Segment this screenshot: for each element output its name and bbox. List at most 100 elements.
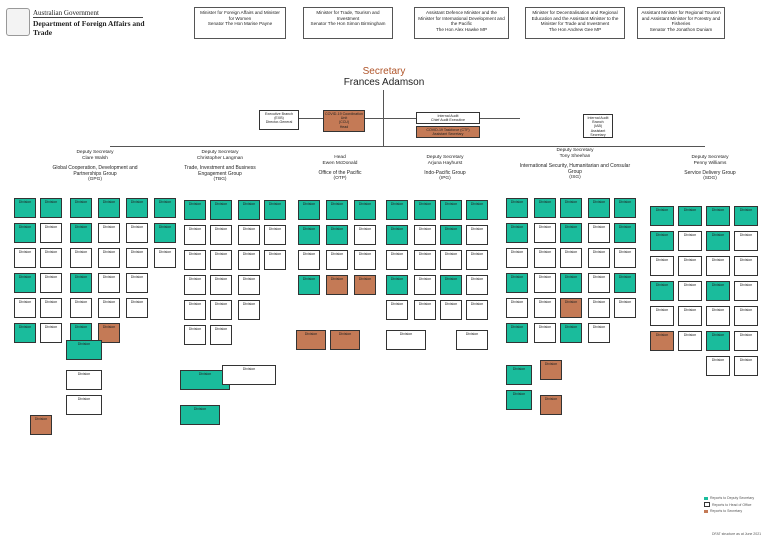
division-header-ipg: Deputy Secretary Arjuna Hayhurst Indo-Pa… [400,155,490,181]
legend-swatch-brown [704,509,708,513]
person-name: Arjuna Hayhurst [427,160,463,166]
person-name: Clare Walsh [82,155,108,161]
division-box: Division [734,306,758,326]
connector-line [290,118,520,119]
division-box: Division [40,223,62,243]
division-box: Division [354,250,376,270]
division-box: Division [386,275,408,295]
division-box: Division [706,306,730,326]
division-box: Division [506,365,532,385]
division-box: Division [706,231,730,251]
division-box: Division [506,323,528,343]
minister-box-4: Minister for Decentralisation and Region… [525,7,625,39]
division-box: Division [70,273,92,293]
group-name: Trade, Investment and Business Engagemen… [184,164,256,177]
division-box: Division [184,275,206,295]
legend-label: Reports to Head of Office [712,502,752,507]
group-name: Global Cooperation, Development and Part… [52,164,138,177]
division-box: Division [40,273,62,293]
division-box: Division [126,273,148,293]
unit-text: (CCU) [338,120,350,125]
division-box: Division [678,206,702,226]
division-box: Division [98,323,120,343]
division-box: Division [706,356,730,376]
minister-name: Senator The Hon Marise Payne [207,21,273,27]
division-box: Division [222,365,276,385]
division-box: Division [264,225,286,245]
division-box: Division [440,300,462,320]
division-box: Division [14,248,36,268]
division-box: Division [354,200,376,220]
minister-title: Minister for Decentralisation and Region… [531,10,619,27]
division-box: Division [440,250,462,270]
division-box: Division [40,298,62,318]
division-box: Division [30,415,52,435]
dept-label: Department of Foreign Affairs and Trade [33,19,145,37]
person-name: Christopher Langman [196,155,244,161]
division-box: Division [210,200,232,220]
division-header-isg: Deputy Secretary Tony Sheehan Internatio… [515,148,635,180]
gov-label: Australian Government [33,9,99,17]
group-abbr: (IPG) [439,175,451,181]
division-box: Division [734,281,758,301]
division-box: Division [40,198,62,218]
unit-text: (EXB) [274,116,284,121]
covid-unit-box: COVID-19 Coordination Unit (CCU) Head [323,110,365,132]
division-box: Division [506,298,528,318]
division-header-otp: Head Ewen McDonald Office of the Pacific… [295,155,385,181]
group-abbr: (GPG) [88,176,102,182]
division-box: Division [440,275,462,295]
division-box: Division [70,248,92,268]
division-box: Division [534,223,556,243]
division-box: Division [506,248,528,268]
minister-name: Senator The Jonathon Duniam [649,26,713,32]
division-box: Division [734,231,758,251]
minister-name: Senator The Hon Simon Birmingham [310,21,386,27]
internal-audit-branch-box: Internal Audit Branch (IAB) Assistant Se… [583,114,613,138]
division-box: Division [588,198,610,218]
division-box: Division [440,225,462,245]
division-box: Division [560,273,582,293]
division-box: Division [238,300,260,320]
division-box: Division [414,225,436,245]
division-box: Division [14,323,36,343]
division-box: Division [588,248,610,268]
division-box: Division [614,223,636,243]
legend-item: Reports to Secretary [704,509,764,513]
division-box: Division [506,198,528,218]
legend-label: Reports to Secretary [710,509,743,513]
division-box: Division [14,298,36,318]
division-box: Division [588,273,610,293]
division-box: Division [678,281,702,301]
division-box: Division [210,225,232,245]
legend-swatch-white [704,502,710,507]
division-box: Division [354,275,376,295]
division-box: Division [210,325,232,345]
division-header-gpg: Deputy Secretary Clare Walsh Global Coop… [40,150,150,182]
division-header-tbg: Deputy Secretary Christopher Langman Tra… [170,150,270,182]
covid-taskforce-box: COVID-19 Taskforce (CTF) Assistant Secre… [416,126,480,138]
unit-text: Assistant Secretary [432,132,464,137]
division-box: Division [184,325,206,345]
division-box: Division [154,198,176,218]
unit-text: Internal Audit [437,114,459,118]
division-box: Division [40,323,62,343]
division-box: Division [466,250,488,270]
division-box: Division [734,356,758,376]
division-box: Division [70,198,92,218]
division-box: Division [386,200,408,220]
division-box: Division [298,200,320,220]
division-box: Division [238,225,260,245]
person-name: Penny Williams [693,160,727,166]
unit-text: Internal Audit Branch [587,116,609,125]
division-box: Division [98,273,120,293]
division-box: Division [706,256,730,276]
division-box: Division [466,225,488,245]
division-box: Division [440,200,462,220]
division-box: Division [588,323,610,343]
division-box: Division [540,360,562,380]
logo-rule [33,17,143,18]
division-box: Division [154,248,176,268]
role: Head [334,155,346,160]
division-box: Division [466,275,488,295]
